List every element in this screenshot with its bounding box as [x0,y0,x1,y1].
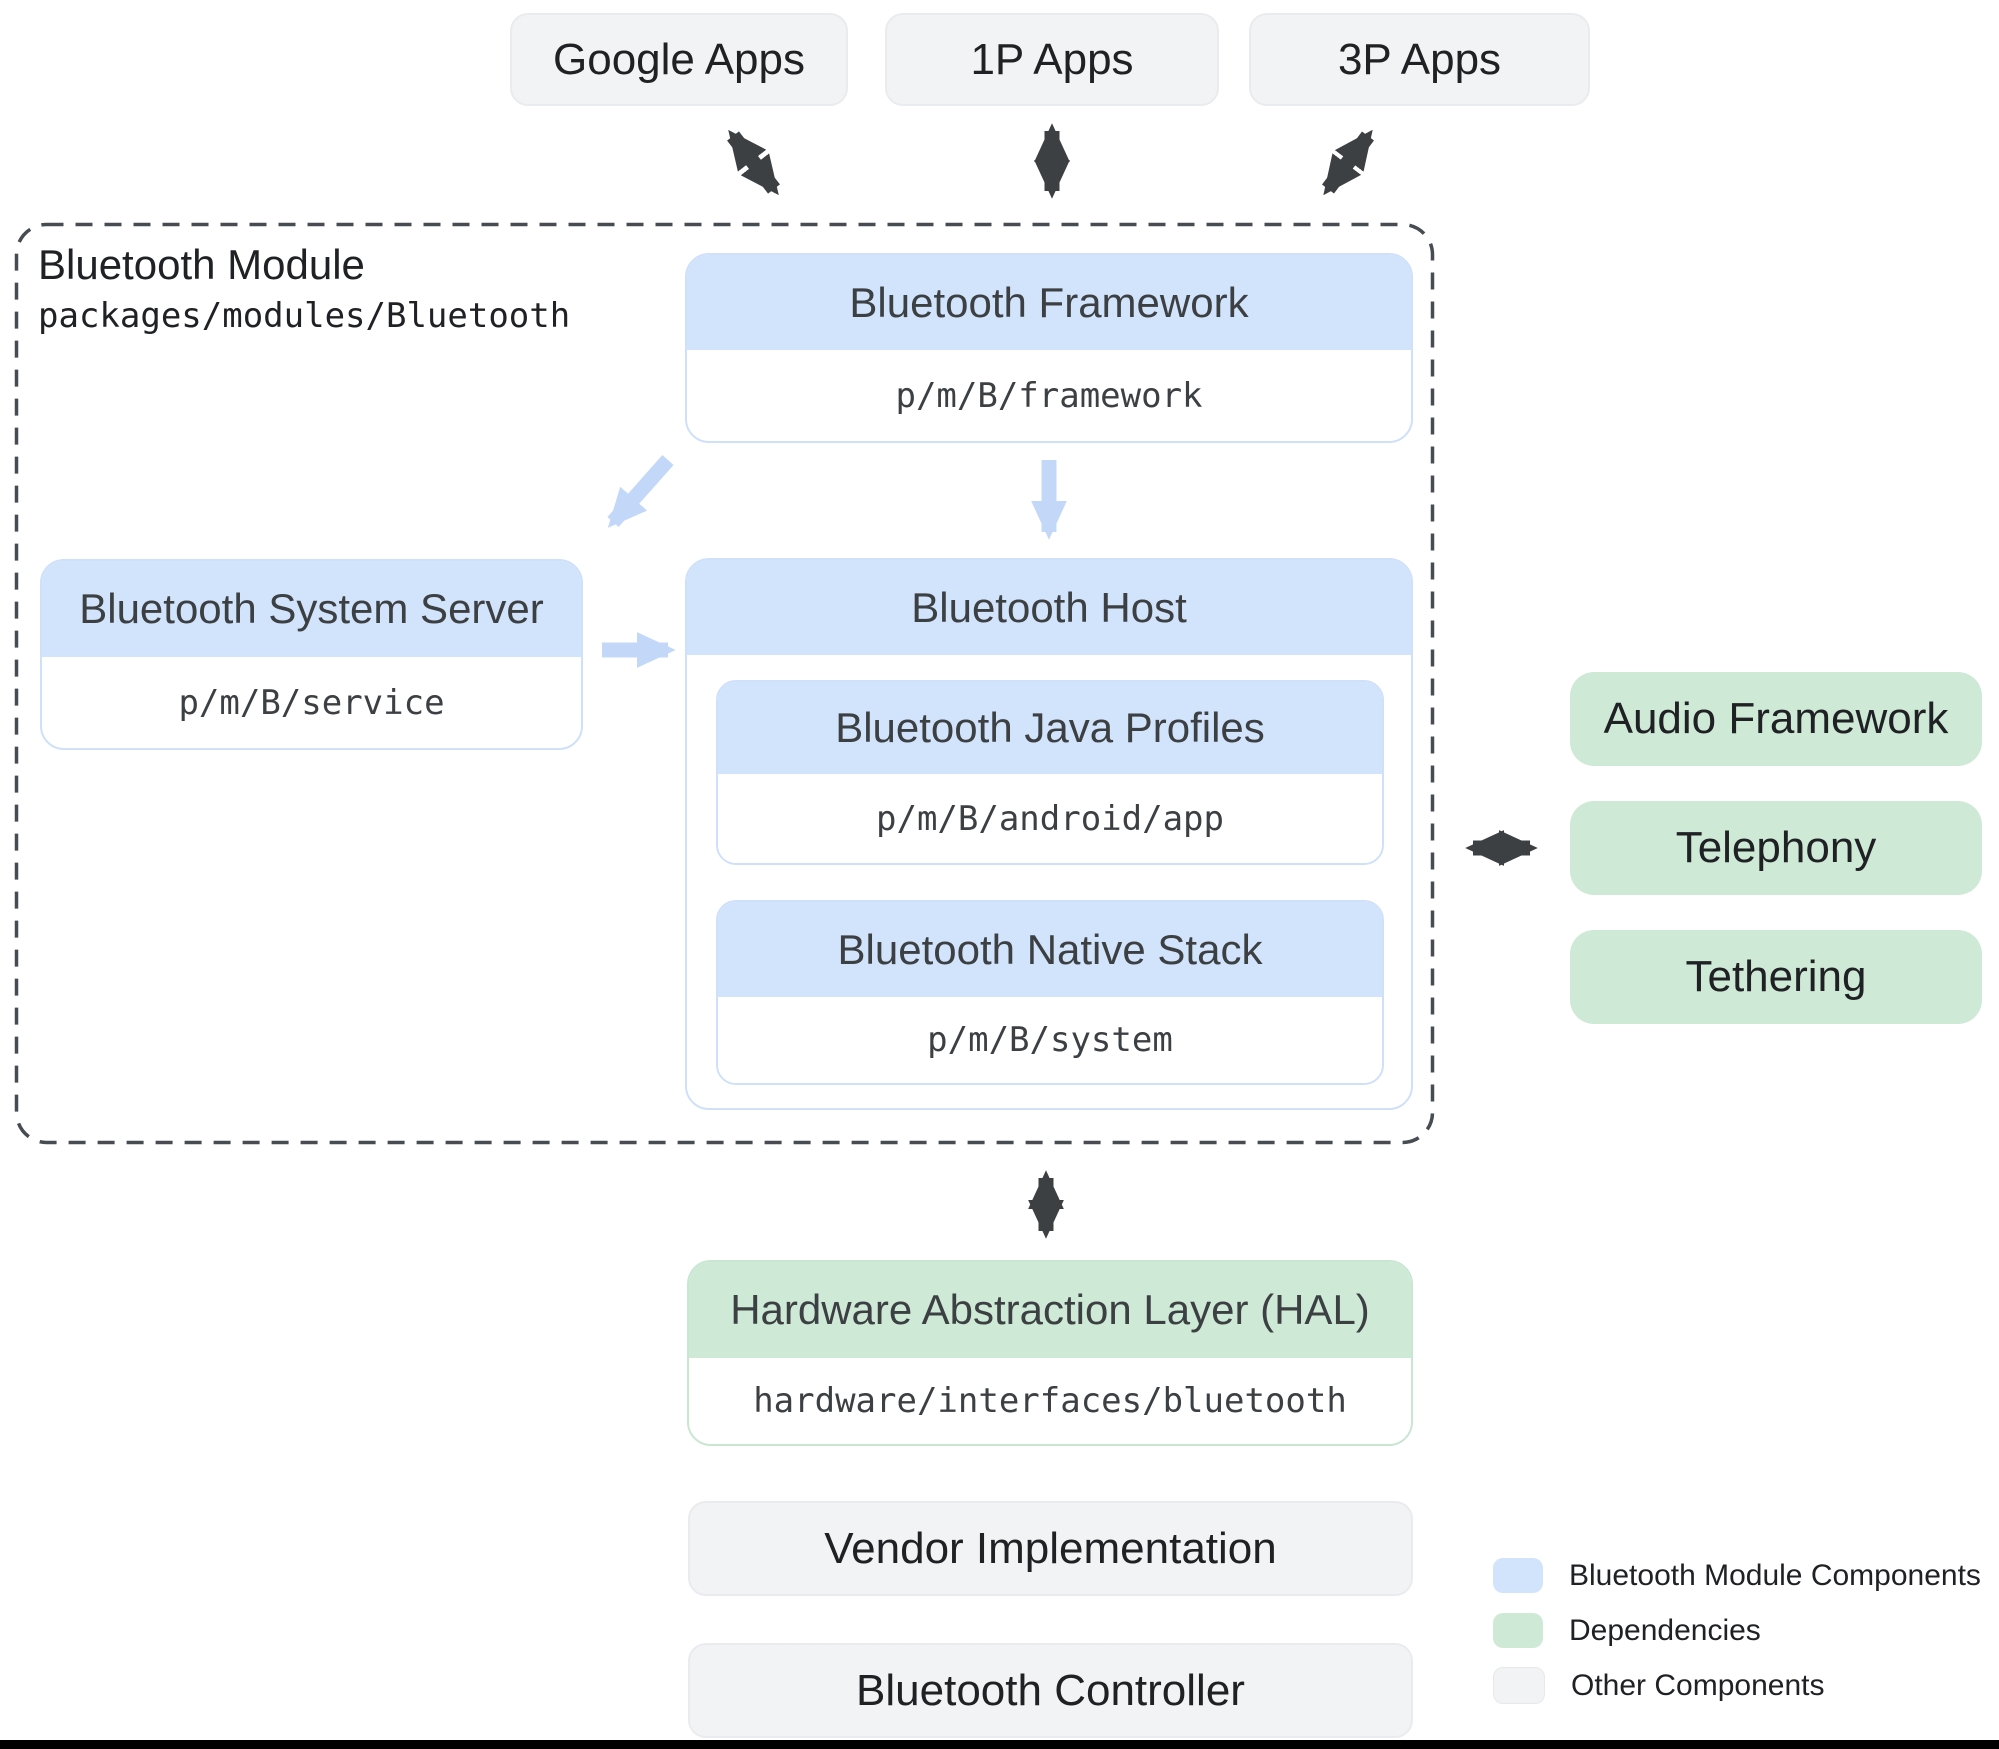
first-party-apps-box: 1P Apps [885,13,1219,106]
bluetooth-native-stack-box: Bluetooth Native Stack p/m/B/system [716,900,1384,1085]
third-party-apps-label: 3P Apps [1337,34,1502,84]
legend-item-other-components: Other Components [1493,1667,1824,1704]
legend-swatch-dependencies-icon [1493,1613,1543,1648]
bluetooth-system-server-box: Bluetooth System Server p/m/B/service [40,559,583,750]
module-title: Bluetooth Module [38,241,365,288]
bluetooth-controller-box: Bluetooth Controller [688,1643,1413,1738]
google-apps-box: Google Apps [510,13,848,106]
legend-label-other-components: Other Components [1571,1668,1825,1702]
hal-box: Hardware Abstraction Layer (HAL) hardwar… [687,1260,1413,1446]
bluetooth-framework-title: Bluetooth Framework [687,255,1411,350]
bluetooth-native-stack-path: p/m/B/system [718,997,1382,1083]
bottom-edge-bar [0,1740,1999,1749]
audio-framework-box: Audio Framework [1570,672,1982,766]
bluetooth-host-box: Bluetooth Host Bluetooth Java Profiles p… [685,558,1413,1110]
tethering-label: Tethering [1685,952,1867,1001]
vendor-implementation-label: Vendor Implementation [824,1523,1277,1573]
tethering-box: Tethering [1570,930,1982,1024]
first-party-apps-label: 1P Apps [970,34,1134,84]
legend-label-dependencies: Dependencies [1569,1613,1761,1647]
vendor-implementation-box: Vendor Implementation [688,1501,1413,1596]
bluetooth-host-title: Bluetooth Host [687,560,1411,655]
bluetooth-native-stack-title: Bluetooth Native Stack [718,902,1382,997]
legend-swatch-other-components-icon [1493,1667,1545,1704]
audio-framework-label: Audio Framework [1603,694,1949,743]
bluetooth-framework-path: p/m/B/framework [687,350,1411,441]
bluetooth-java-profiles-title: Bluetooth Java Profiles [718,682,1382,774]
module-path: packages/modules/Bluetooth [38,296,571,336]
third-party-apps-box: 3P Apps [1249,13,1590,106]
google-apps-label: Google Apps [553,34,805,84]
telephony-box: Telephony [1570,801,1982,895]
bidirectional-arrow-3p-apps-icon [1322,129,1374,196]
hal-path: hardware/interfaces/bluetooth [689,1358,1411,1444]
bluetooth-system-server-title: Bluetooth System Server [42,561,581,657]
legend-swatch-module-components-icon [1493,1558,1543,1593]
bluetooth-java-profiles-box: Bluetooth Java Profiles p/m/B/android/ap… [716,680,1384,865]
bidirectional-arrow-google-apps-icon [727,129,780,196]
hal-title: Hardware Abstraction Layer (HAL) [689,1262,1411,1358]
bluetooth-controller-label: Bluetooth Controller [856,1665,1245,1715]
bluetooth-system-server-path: p/m/B/service [42,657,581,748]
bluetooth-framework-box: Bluetooth Framework p/m/B/framework [685,253,1413,443]
arrow-framework-to-system-server-icon [607,455,674,528]
legend-item-module-components: Bluetooth Module Components [1493,1558,1981,1593]
legend-label-module-components: Bluetooth Module Components [1569,1558,1981,1592]
telephony-label: Telephony [1675,823,1877,872]
legend-item-dependencies: Dependencies [1493,1613,1761,1648]
bluetooth-host-body: Bluetooth Java Profiles p/m/B/android/ap… [687,655,1411,1108]
bluetooth-java-profiles-path: p/m/B/android/app [718,774,1382,863]
